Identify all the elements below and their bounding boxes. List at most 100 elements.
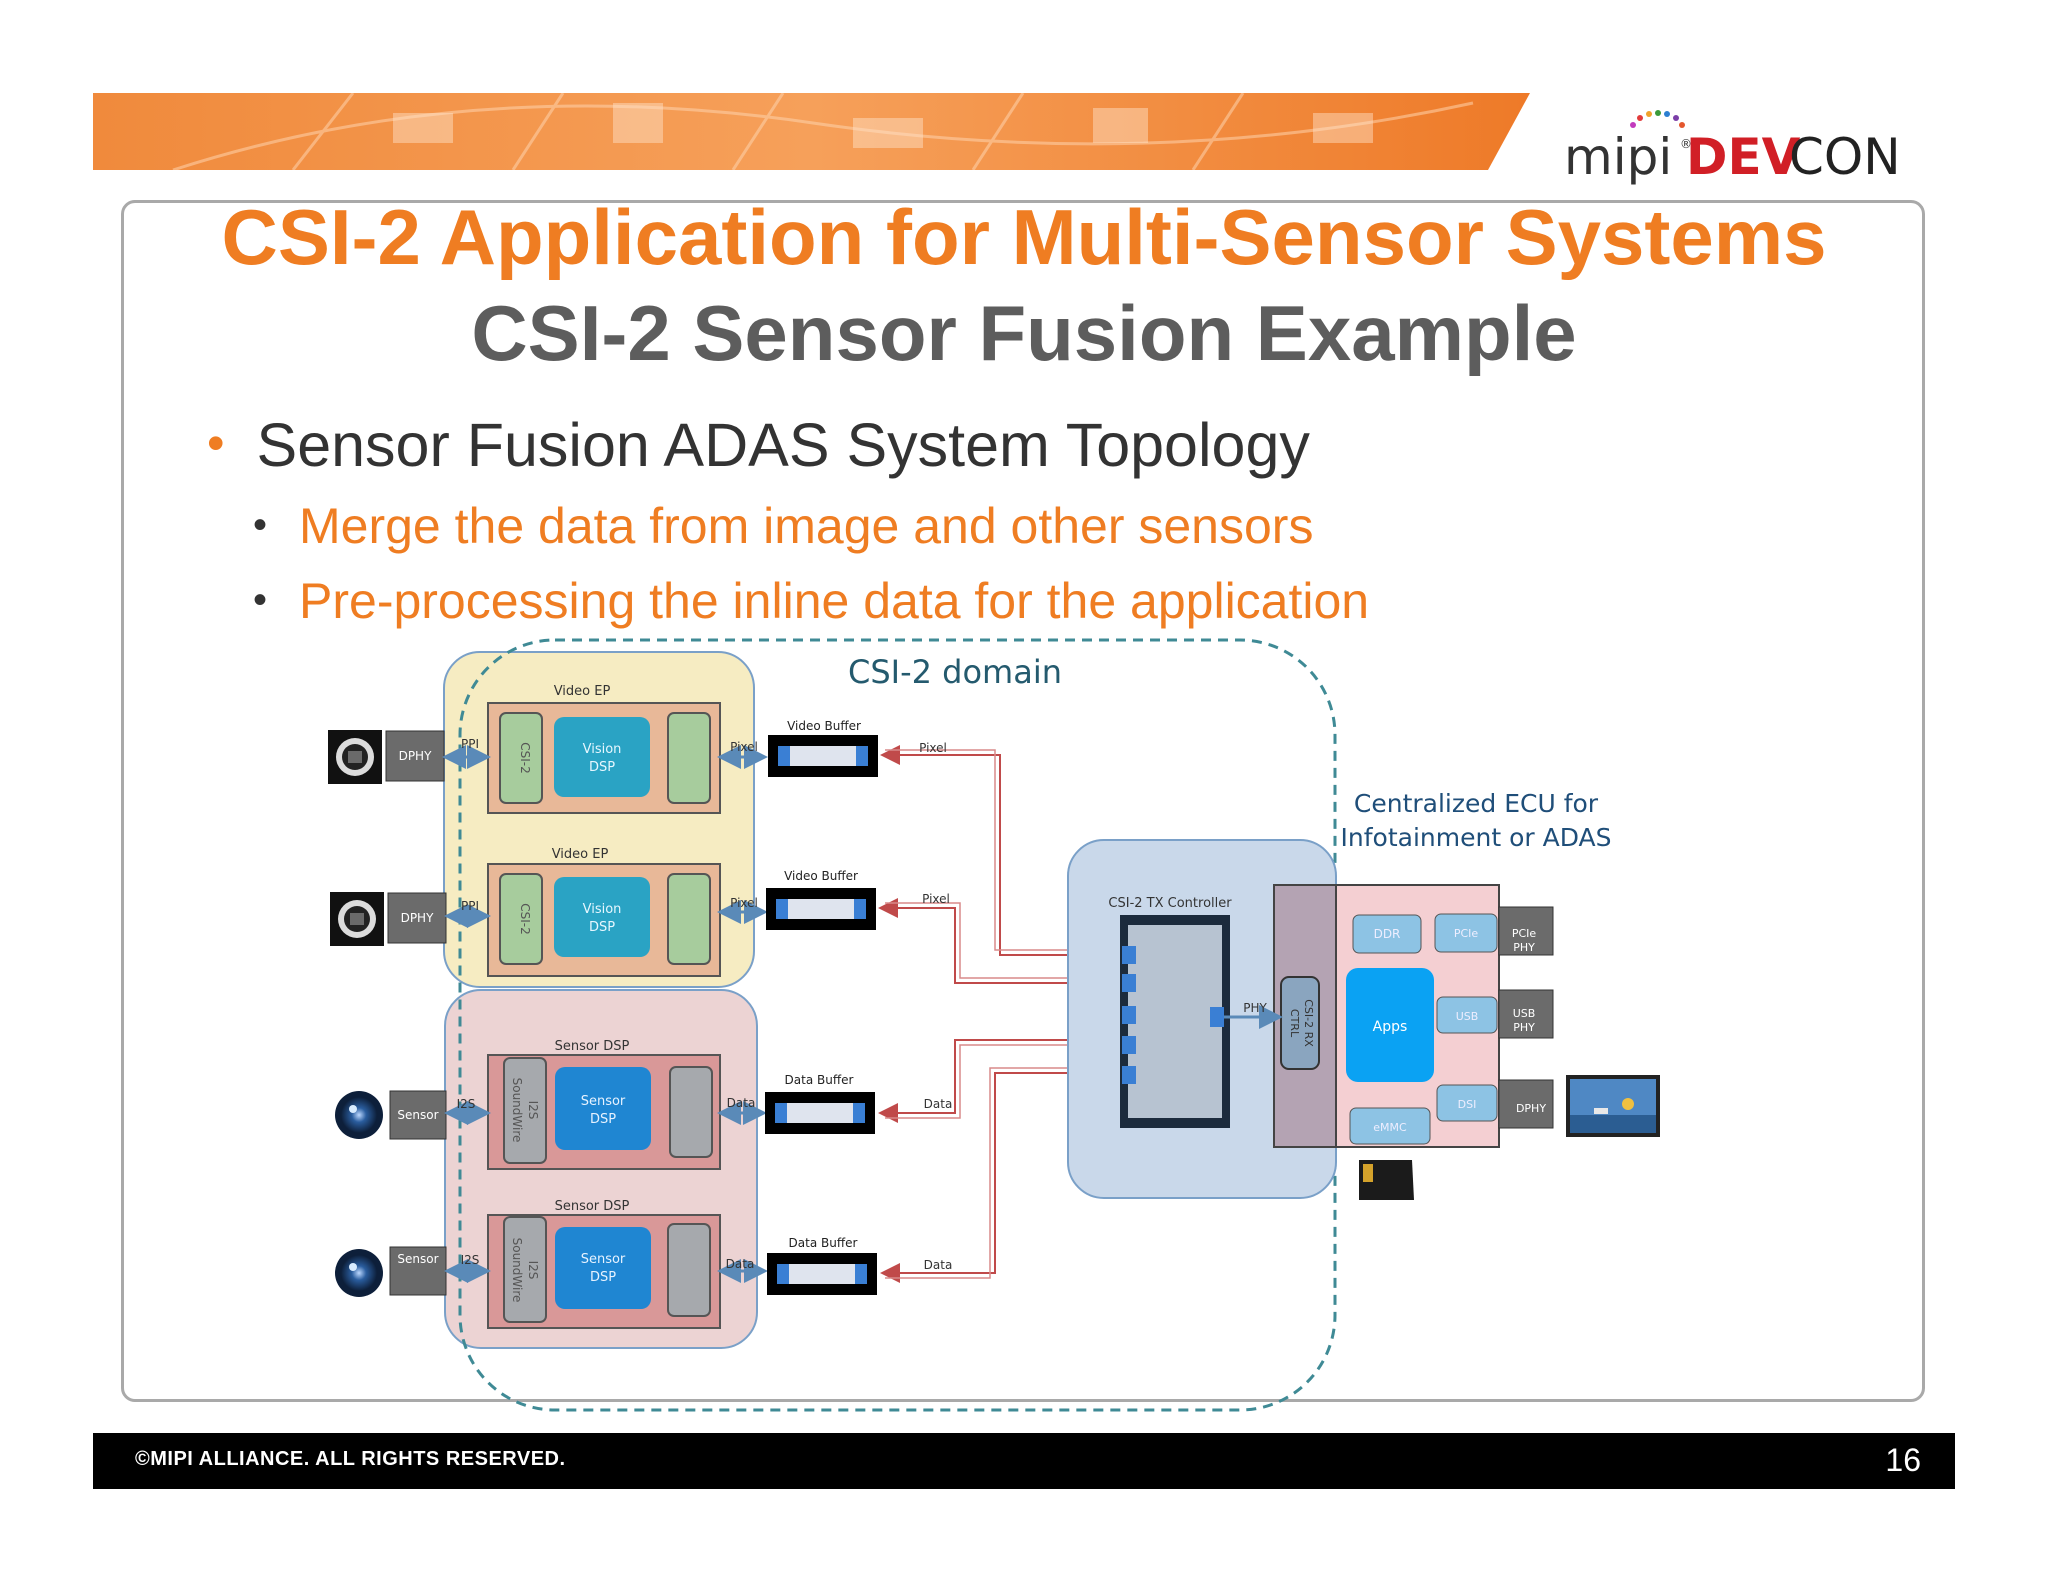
data-label: Data [726, 1257, 755, 1271]
header-banner [93, 93, 1530, 170]
footer-bar: ©MIPI ALLIANCE. ALL RIGHTS RESERVED. 16 [93, 1433, 1955, 1489]
sensor-dsp-group-label: Sensor DSP [555, 1199, 630, 1214]
slide-frame [121, 200, 1925, 1402]
i2s-soundwire-block [503, 1216, 547, 1323]
i2s-label: I2S [461, 1253, 480, 1267]
output-block [669, 1066, 713, 1158]
vision-dsp-label: Vision [583, 742, 622, 757]
video-row-2: DPHY Video EP CSI-2 Vision DSP PPI Pixel… [330, 847, 876, 977]
dphy-label: DPHY [401, 911, 435, 925]
sensor-row-1: Sensor Sensor DSP I2SSoundWire Sensor DS… [335, 1039, 875, 1170]
display-icon [1566, 1075, 1660, 1137]
pixel-label: Pixel [730, 896, 758, 910]
tx-ports [1122, 946, 1224, 1084]
logo-mipi: mipi [1564, 128, 1672, 186]
sensor-icon [335, 1091, 383, 1139]
i2s-soundwire-label: I2SSoundWire [510, 1238, 540, 1303]
usb-phy-label: PHY [1513, 1021, 1535, 1034]
csi2-tx-inner [1128, 925, 1222, 1118]
output-block [667, 712, 711, 804]
pcie-block [1434, 913, 1498, 953]
sensor-dsp-label: Sensor [581, 1252, 626, 1267]
data-buffer [767, 1253, 877, 1295]
pixel-label: Pixel [730, 740, 758, 754]
bullet-sub-1: •Merge the data from image and other sen… [253, 497, 1313, 555]
data-buffer-label: Data Buffer [789, 1236, 858, 1250]
sensor-dsp-label: DSP [590, 1270, 616, 1285]
data-label: Data [924, 1258, 953, 1272]
csi2-block [499, 873, 543, 965]
logo-registered: ® [1680, 137, 1692, 151]
dsi-block [1436, 1084, 1498, 1122]
ecu-dphy-block [1498, 1079, 1554, 1129]
sensor-label: Sensor [397, 1252, 438, 1266]
logo-dots-icon [1630, 110, 1685, 128]
ecu-label-line1: Centralized ECU for [1354, 789, 1599, 818]
emmc-block [1349, 1107, 1431, 1145]
csi2-block [499, 712, 543, 804]
dphy-block [387, 892, 447, 944]
sensor-block [389, 1090, 447, 1140]
video-ep-label: Video EP [552, 847, 609, 862]
camera-icon [328, 730, 382, 784]
csi2-domain-label: CSI-2 domain [848, 653, 1062, 691]
phy-label: PHY [1243, 1001, 1267, 1015]
page-number: 16 [1885, 1442, 1921, 1478]
csi2-block-label: CSI-2 [518, 903, 532, 935]
ecu-dphy-label: DPHY [1516, 1102, 1546, 1115]
ddr-label: DDR [1374, 927, 1401, 941]
video-ep-label: Video EP [554, 684, 611, 699]
apps-label: Apps [1373, 1019, 1408, 1035]
pixel-label: Pixel [922, 892, 950, 906]
vision-dsp-label: DSP [589, 920, 615, 935]
vision-dsp-label: Vision [583, 902, 622, 917]
footer-copyright: ©MIPI ALLIANCE. ALL RIGHTS RESERVED. [135, 1448, 566, 1470]
sensor-dsp-label: Sensor [581, 1094, 626, 1109]
dphy-label: DPHY [399, 749, 433, 763]
sensor-block [389, 1246, 447, 1296]
emmc-label: eMMC [1373, 1121, 1407, 1134]
bullet-main: •Sensor Fusion ADAS System Topology [207, 410, 1310, 480]
sensor-dsp-block [555, 1227, 651, 1309]
output-block [667, 1223, 711, 1317]
data-label: Data [924, 1097, 953, 1111]
sensor-dsp-label: DSP [590, 1112, 616, 1127]
ppi-label: PPI [461, 899, 479, 913]
sensor-row-2: Sensor Sensor DSP I2SSoundWire Sensor DS… [335, 1199, 877, 1329]
pcie-phy-label: PCIe [1512, 927, 1537, 940]
i2s-soundwire-block [503, 1057, 547, 1164]
csi2-tx-controller-label: CSI-2 TX Controller [1108, 896, 1232, 911]
i2s-soundwire-label: I2SSoundWire [510, 1078, 540, 1143]
usb-label: USB [1456, 1010, 1479, 1023]
ecu-label-line2: Infotainment or ADAS [1341, 823, 1612, 852]
output-block [667, 873, 711, 965]
mipi-devcon-logo: mipi ® DEV CON [1560, 108, 1901, 188]
usb-phy-block [1498, 989, 1554, 1039]
usb-phy-label: USB [1513, 1007, 1536, 1020]
sensor-dsp-group-label: Sensor DSP [555, 1039, 630, 1054]
pcie-phy-block [1498, 906, 1554, 956]
video-buffer-label: Video Buffer [787, 719, 861, 733]
bullet-sub-2: •Pre-processing the inline data for the … [253, 572, 1369, 630]
ppi-label: PPI [461, 737, 479, 751]
sd-card-icon [1359, 1160, 1414, 1200]
i2s-label: I2S [457, 1097, 476, 1111]
logo-dev: DEV [1686, 128, 1801, 186]
apps-block [1346, 968, 1434, 1082]
dsi-label: DSI [1458, 1098, 1477, 1111]
pcie-phy-label: PHY [1513, 941, 1535, 954]
data-label: Data [727, 1096, 756, 1110]
vision-dsp-block [554, 877, 650, 957]
bullet-main-text: Sensor Fusion ADAS System Topology [256, 411, 1310, 479]
sensor-label: Sensor [397, 1108, 438, 1122]
sensor-icon [335, 1249, 383, 1297]
video-buffer-label: Video Buffer [784, 869, 858, 883]
data-buffer-label: Data Buffer [785, 1073, 854, 1087]
video-buffer [766, 888, 876, 930]
csi2-rx-ctrl-label: CSI-2 RXCTRL [1288, 999, 1315, 1047]
sensor-dsp-block [555, 1067, 651, 1150]
slide-subtitle: CSI-2 Sensor Fusion Example [471, 289, 1577, 377]
slide-title: CSI-2 Application for Multi-Sensor Syste… [221, 193, 1827, 281]
usb-block [1436, 996, 1498, 1034]
